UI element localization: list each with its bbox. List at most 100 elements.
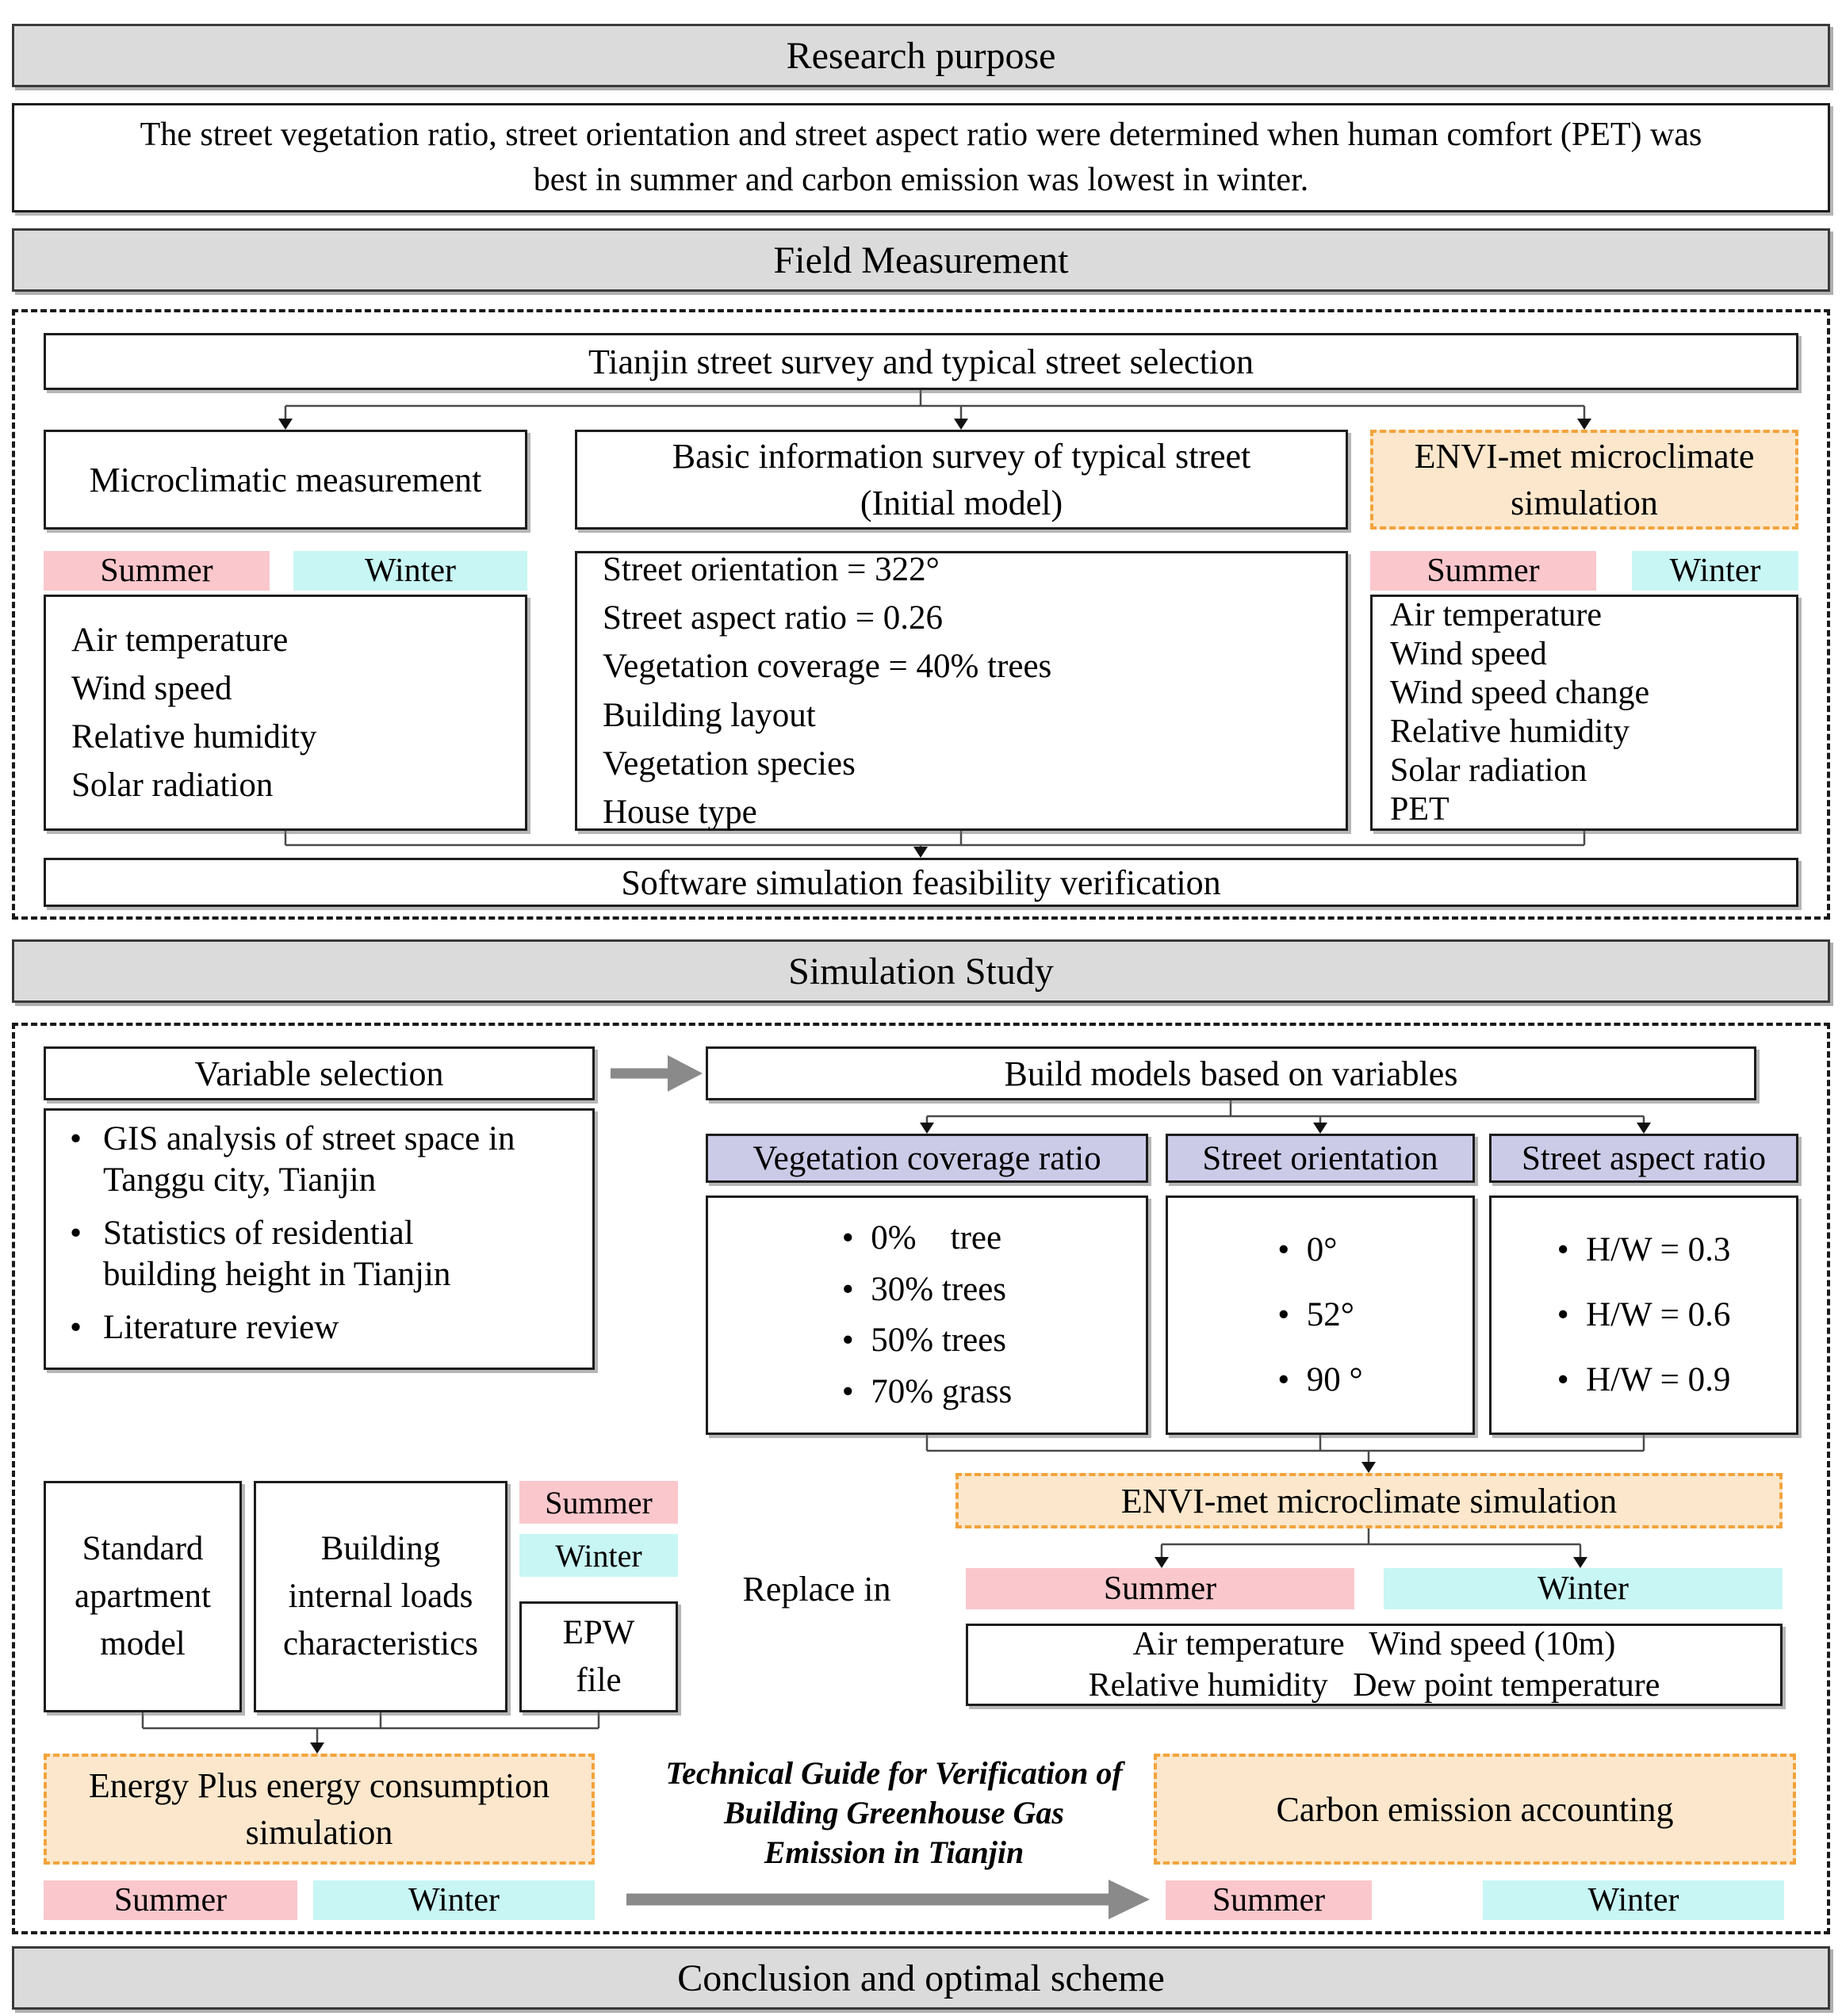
arrowheads-variables: [920, 1123, 1651, 1134]
list-item: Wind speed change: [1390, 674, 1650, 711]
list-item: 90 °: [1277, 1348, 1363, 1413]
list-item: Solar radiation: [1390, 752, 1587, 790]
list-item: H/W = 0.3: [1557, 1218, 1730, 1283]
microclimatic-measurement-box: Microclimatic measurement: [44, 430, 527, 530]
list-item: Street orientation = 322°: [603, 551, 940, 589]
winter-label: Winter: [1538, 1570, 1629, 1607]
winter-label: Winter: [555, 1537, 642, 1574]
research-purpose-body-box: The street vegetation ratio, street orie…: [12, 103, 1830, 212]
list-item: Wind speed: [71, 669, 232, 707]
list-item: Relative humidity: [71, 718, 317, 756]
street-survey-box: Tianjin street survey and typical street…: [44, 333, 1798, 390]
replaced-parameters-label: Air temperature Wind speed (10m) Relativ…: [1088, 1625, 1660, 1704]
list-item: Solar radiation: [71, 767, 274, 805]
microclimatic-parameters-list: Air temperature Wind speed Relative humi…: [44, 595, 527, 831]
summer-badge-carbon: Summer: [1166, 1880, 1372, 1920]
arrowheads-seasons: [1155, 1557, 1587, 1568]
connector-survey-to-columns: [284, 390, 1586, 419]
list-item: 70% grass: [842, 1367, 1012, 1418]
field-measurement-header: Field Measurement: [12, 228, 1830, 292]
list-item: Building layout: [603, 696, 816, 734]
envi-met-field-label: ENVI-met microclimate simulation: [1414, 436, 1755, 522]
summer-label: Summer: [545, 1484, 653, 1521]
arrow-variable-to-build: [611, 1055, 703, 1092]
street-orientation-header: Street orientation: [1166, 1134, 1475, 1183]
energy-plus-box: Energy Plus energy consumption simulatio…: [44, 1754, 595, 1865]
list-item: 50% trees: [842, 1315, 1013, 1367]
list-item: Literature review: [46, 1307, 592, 1349]
epw-file-box: EPW file: [519, 1601, 678, 1712]
winter-label: Winter: [365, 553, 456, 589]
winter-label: Winter: [1669, 553, 1761, 589]
arrow-energyplus-to-carbon: [626, 1880, 1150, 1919]
list-item: 0°: [1277, 1218, 1363, 1283]
simulation-study-section: [12, 1023, 1830, 1934]
building-loads-box: Building internal loads characteristics: [254, 1481, 507, 1712]
list-item: Wind speed: [1390, 635, 1547, 672]
street-orientation-list: 0° 52° 90 °: [1166, 1195, 1475, 1435]
summer-label: Summer: [1426, 553, 1540, 589]
list-item: House type: [603, 793, 757, 831]
summer-badge-epw: Summer: [519, 1481, 678, 1524]
replace-in-text: Replace in: [742, 1569, 891, 1609]
arrowhead-verification: [913, 847, 928, 858]
build-models-box: Build models based on variables: [706, 1046, 1756, 1100]
street-orientation-label: Street orientation: [1202, 1139, 1438, 1177]
winter-badge-field-left: Winter: [293, 551, 527, 591]
research-purpose-header: Research purpose: [12, 24, 1830, 87]
basic-information-label: Basic information survey of typical stre…: [672, 436, 1251, 522]
envi-outputs-list: Air temperature Wind speed Wind speed ch…: [1370, 595, 1798, 831]
research-purpose-title: Research purpose: [786, 34, 1056, 77]
build-models-label: Build models based on variables: [1004, 1054, 1458, 1093]
standard-apartment-label: Standard apartment model: [75, 1529, 211, 1663]
list-item: PET: [1390, 791, 1449, 828]
winter-badge-replace: Winter: [1384, 1568, 1783, 1609]
winter-badge-carbon: Winter: [1483, 1880, 1784, 1920]
summer-badge-energyplus: Summer: [44, 1880, 297, 1920]
building-loads-label: Building internal loads characteristics: [283, 1529, 478, 1663]
street-survey-label: Tianjin street survey and typical street…: [588, 342, 1254, 381]
summer-badge-replace: Summer: [966, 1568, 1354, 1609]
list-item: Street aspect ratio = 0.26: [603, 599, 944, 637]
vegetation-coverage-label: Vegetation coverage ratio: [753, 1139, 1101, 1177]
winter-badge-epw: Winter: [519, 1534, 678, 1577]
simulation-study-header: Simulation Study: [12, 939, 1830, 1003]
list-item: 0% tree: [842, 1213, 1013, 1264]
summer-label: Summer: [113, 1882, 228, 1918]
software-verification-label: Software simulation feasibility verifica…: [621, 863, 1221, 902]
envi-met-simulation-box: ENVI-met microclimate simulation: [955, 1473, 1783, 1528]
standard-apartment-box: Standard apartment model: [44, 1481, 242, 1712]
arrowhead-energyplus: [310, 1742, 324, 1754]
energy-plus-label: Energy Plus energy consumption simulatio…: [88, 1765, 550, 1852]
variable-sources-list: GIS analysis of street space in Tanggu c…: [44, 1108, 595, 1370]
connector-envi-to-seasons: [1160, 1528, 1582, 1557]
epw-file-label: EPW file: [562, 1613, 635, 1699]
list-item: Vegetation species: [603, 744, 856, 782]
street-aspect-ratio-header: Street aspect ratio: [1489, 1134, 1798, 1183]
summer-label: Summer: [100, 553, 213, 589]
technical-guide-label: Technical Guide for Verification of Buil…: [650, 1754, 1138, 1873]
simulation-study-title: Simulation Study: [788, 950, 1054, 993]
summer-badge-field-right: Summer: [1370, 551, 1596, 591]
arrowheads-survey: [278, 419, 1591, 430]
arrowhead-envi: [1361, 1462, 1376, 1473]
list-item: Statistics of residential building heigh…: [46, 1213, 592, 1296]
list-item: Air temperature: [71, 621, 289, 659]
list-item: H/W = 0.6: [1557, 1283, 1730, 1348]
winter-badge-energyplus: Winter: [313, 1880, 595, 1920]
conclusion-title: Conclusion and optimal scheme: [677, 1957, 1165, 1999]
connector-inputs-to-energyplus: [141, 1712, 600, 1742]
list-item: 30% trees: [842, 1264, 1013, 1316]
winter-badge-field-right: Winter: [1632, 551, 1798, 591]
carbon-accounting-label: Carbon emission accounting: [1276, 1789, 1674, 1829]
carbon-accounting-box: Carbon emission accounting: [1154, 1754, 1796, 1865]
replaced-parameters-box: Air temperature Wind speed (10m) Relativ…: [966, 1624, 1783, 1706]
vegetation-coverage-header: Vegetation coverage ratio: [706, 1134, 1148, 1183]
winter-label: Winter: [1587, 1882, 1679, 1918]
winter-label: Winter: [408, 1882, 500, 1918]
microclimatic-measurement-label: Microclimatic measurement: [89, 460, 482, 499]
conclusion-header: Conclusion and optimal scheme: [12, 1946, 1830, 2010]
field-measurement-section: [12, 309, 1830, 920]
